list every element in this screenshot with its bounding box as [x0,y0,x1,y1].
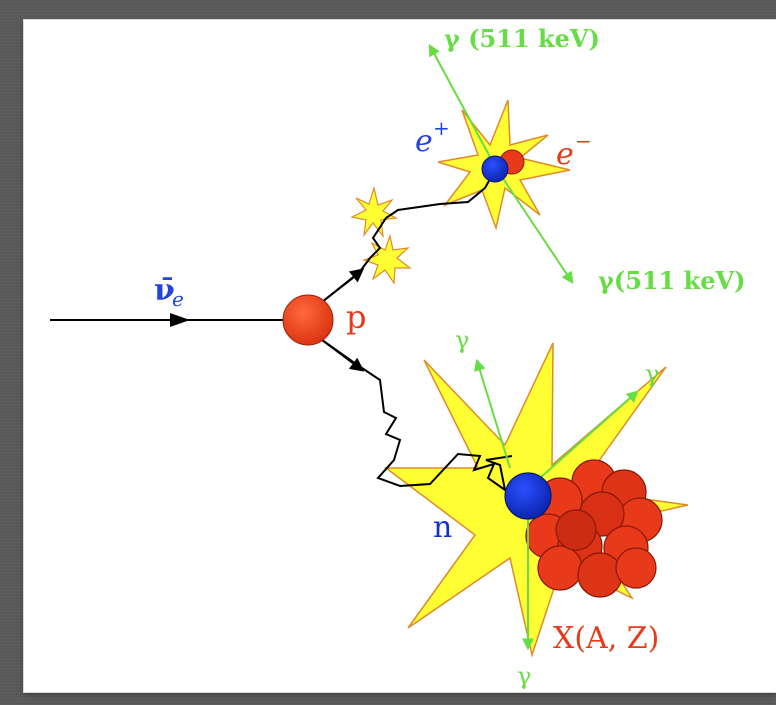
proton-label: p [346,298,366,336]
positron-arrow [321,268,365,303]
nucleus-label: X(A, Z) [553,621,659,656]
positron-charge: + [433,116,450,140]
neutron-capture-ball [504,472,552,520]
electron-label: e [556,137,574,172]
inverse-beta-decay-diagram: ν̄ e p n e + e − γ (511 keV) γ(511 keV) … [50,24,746,690]
spark-1 [350,185,398,239]
antineutrino-arrowhead [170,313,190,327]
proton-ball [282,294,334,346]
spark-2 [362,233,412,285]
gamma-capture-left-label: γ [455,326,469,354]
positron-label: e [415,124,433,159]
antineutrino-label: ν̄ [154,273,175,308]
gamma-511-lower-ray [495,167,574,284]
antineutrino-subscript: e [172,287,184,311]
positron-ball [481,155,509,183]
gamma-511-upper-ray [428,43,497,169]
gamma-capture-bottom-label: γ [517,662,531,690]
gamma-capture-right-ray [539,390,639,479]
electron-charge: − [575,129,592,153]
nucleus-cluster [525,459,663,598]
gamma-capture-right-label: γ [645,360,659,388]
diagram-panel: ν̄ e p n e + e − γ (511 keV) γ(511 keV) … [24,20,776,692]
gamma-511-top-label: γ (511 keV) [444,24,600,53]
neutron-arrow [321,339,365,372]
gamma-511-bottom-label: γ(511 keV) [598,266,746,295]
neutron-label: n [433,510,452,545]
neutron-track [321,339,513,493]
gamma-capture-left-ray [474,358,511,469]
